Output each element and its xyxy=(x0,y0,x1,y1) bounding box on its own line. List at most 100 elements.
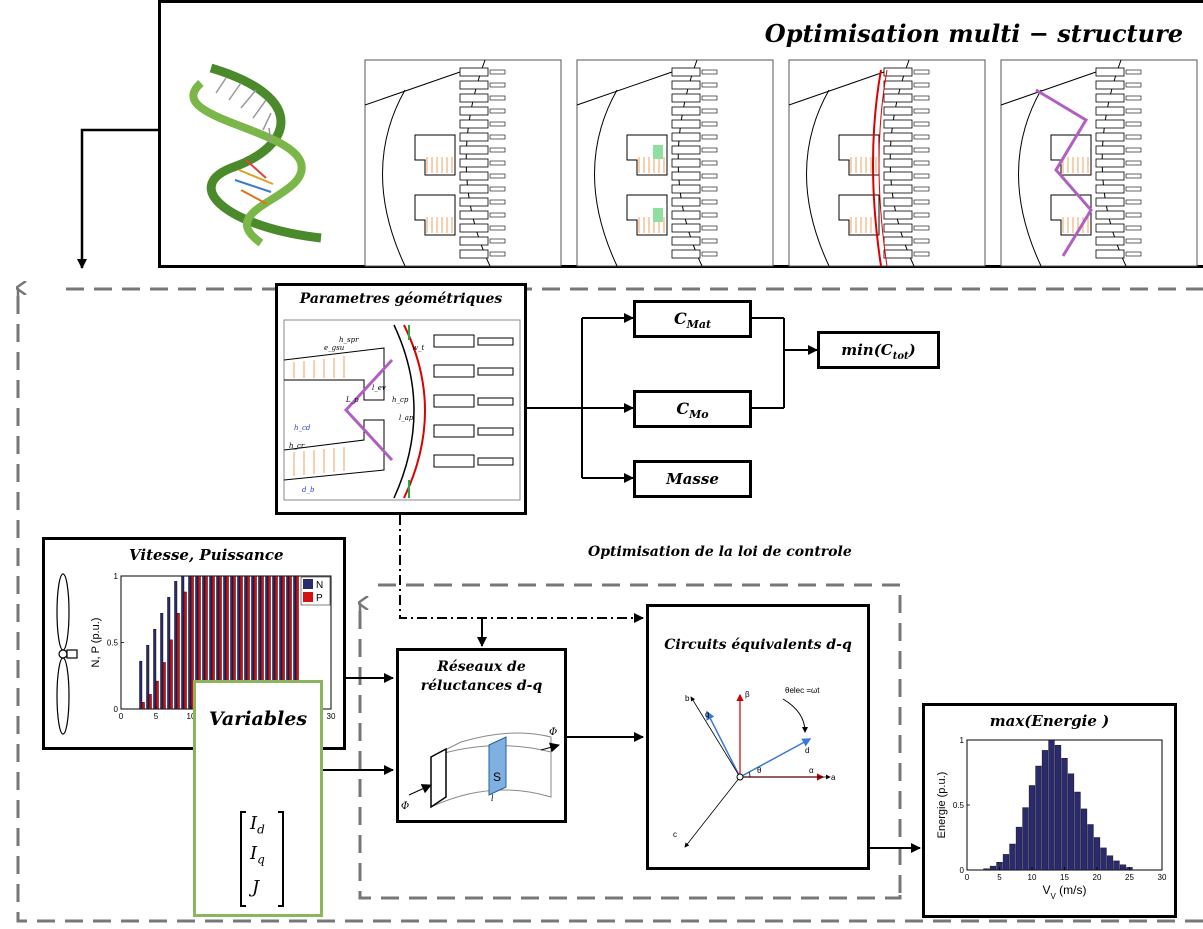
bar-energy-22 xyxy=(1106,855,1114,871)
phi-out-label: Φ xyxy=(549,727,557,738)
min-cost-box: min(Ctot) xyxy=(817,331,940,369)
stator-slot xyxy=(671,223,701,233)
stator-tooth xyxy=(913,95,930,101)
stator-tooth xyxy=(489,238,506,244)
rotor-arc xyxy=(382,89,406,267)
geo-label-l-p: L_p xyxy=(345,396,359,404)
geometry-panel-2 xyxy=(576,59,774,267)
geo-label-h-cd: h_cd xyxy=(294,424,311,432)
var-id: Id xyxy=(250,813,265,837)
energy-title: max(Energie ) xyxy=(989,712,1110,730)
geometric-parameters-box: Parametres géométriques xyxy=(275,283,527,515)
stator-slot xyxy=(883,106,913,116)
stator-slot xyxy=(459,171,489,181)
control-optimisation-label: Optimisation de la loi de controle xyxy=(588,544,852,560)
speed-power-title: Vitesse, Puissance xyxy=(129,546,284,564)
stator-tooth xyxy=(701,186,718,192)
phi-in-label: Φ xyxy=(401,801,409,812)
stator-slot xyxy=(459,80,489,90)
reluctance-title-line2: réluctances d-q xyxy=(420,678,543,694)
x-tick-label: 0 xyxy=(119,712,124,721)
bar-N-7 xyxy=(167,597,171,710)
s-label: S xyxy=(493,770,501,784)
variables-title: Variables xyxy=(208,708,308,730)
stator-slot xyxy=(671,184,701,194)
x-tick-label: 15 xyxy=(1060,873,1069,882)
barrier-red xyxy=(872,69,882,267)
c-mo-subscript: Mo xyxy=(689,408,709,422)
stator-tooth xyxy=(489,251,506,257)
stator-slot xyxy=(459,145,489,155)
stator-slot xyxy=(883,119,913,129)
stator-slot xyxy=(1095,249,1125,259)
rotor-edge-top xyxy=(788,71,885,106)
bar-P-8 xyxy=(176,613,180,710)
stator-tooth xyxy=(701,199,718,205)
stator-slot xyxy=(1095,184,1125,194)
stator-slot xyxy=(1095,210,1125,220)
stator-tooth xyxy=(1125,147,1142,153)
stator-tooth xyxy=(913,108,930,114)
y-axis-label: Energie (p.u.) xyxy=(936,772,948,839)
stator-slot xyxy=(459,106,489,116)
stator-tooth xyxy=(701,147,718,153)
stator-slot xyxy=(883,184,913,194)
rotor-edge-top xyxy=(576,71,673,106)
stator-tooth xyxy=(701,173,718,179)
stator-slot xyxy=(1095,67,1125,77)
stator-slot xyxy=(883,197,913,207)
stator-slot xyxy=(671,249,701,259)
stator-tooth xyxy=(489,212,506,218)
stator-tooth xyxy=(701,108,718,114)
y-tick-label: 1 xyxy=(114,572,119,581)
bar-energy-14 xyxy=(1054,744,1062,871)
var-iq-main: I xyxy=(250,843,258,864)
geometry-panel-1 xyxy=(364,59,562,267)
stator-tooth xyxy=(489,121,506,127)
stator-slot xyxy=(671,145,701,155)
stator-tooth xyxy=(1125,160,1142,166)
geo-label-w-t: w_t xyxy=(412,344,424,352)
stator-slot xyxy=(1095,106,1125,116)
equivalent-circuits-title: Circuits équivalents d-q xyxy=(664,637,852,653)
min-prefix: min( xyxy=(841,341,881,359)
var-iq: Iq xyxy=(250,843,265,867)
stator-slot xyxy=(459,197,489,207)
stator-tooth xyxy=(701,95,718,101)
axis-q-label: q xyxy=(705,710,709,719)
bar-N-4 xyxy=(146,644,150,710)
stator-slot xyxy=(671,80,701,90)
stator-tooth xyxy=(489,95,506,101)
rotor-arc xyxy=(806,89,830,267)
wind-turbine-icon xyxy=(56,573,78,735)
stator-slot xyxy=(1095,197,1125,207)
theta-label: θ xyxy=(757,766,762,775)
geometry-panel-3 xyxy=(788,59,986,267)
theta-elec-label: θelec =ωt xyxy=(785,686,820,695)
stator-slot xyxy=(671,171,701,181)
bar-energy-7 xyxy=(1009,843,1016,871)
pole-piece xyxy=(414,194,456,236)
stator-tooth xyxy=(701,225,718,231)
stator-tooth xyxy=(489,186,506,192)
geo-label-l-ev: l_ev xyxy=(372,384,386,392)
stator-tooth xyxy=(489,199,506,205)
stator-slot xyxy=(671,197,701,207)
stator-tooth xyxy=(1125,186,1142,192)
reluctance-title-line1: Réseaux de xyxy=(437,659,526,675)
l-label: l xyxy=(491,794,494,803)
y-tick-label: 1 xyxy=(960,736,965,745)
stator-slot xyxy=(671,67,701,77)
stator-tooth xyxy=(1125,69,1142,75)
stator-tooth xyxy=(489,134,506,140)
stator-slot xyxy=(671,119,701,129)
axis-a-label: a xyxy=(831,773,836,782)
legend-label-N: N xyxy=(316,580,323,591)
stator-tooth xyxy=(701,69,718,75)
y-axis-label: N, P (p.u.) xyxy=(90,618,102,668)
legend: NP xyxy=(300,576,331,606)
stator-tooth xyxy=(913,199,930,205)
masse-label: Masse xyxy=(666,470,719,488)
geometry-detail-diagram: h_spr e_gsu l_ev L_p h_cp h_cd h_cr d_b … xyxy=(283,319,521,501)
